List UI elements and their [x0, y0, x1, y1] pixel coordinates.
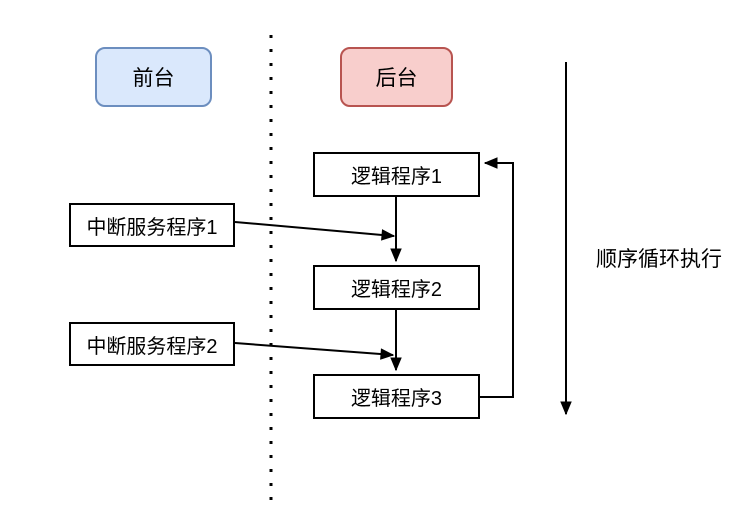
- logic-program-3-box: 逻辑程序3: [313, 374, 480, 419]
- interrupt-service-2-box: 中断服务程序2: [69, 322, 235, 366]
- arrow-interrupt1-to-chain: [234, 221, 394, 236]
- logic-program-2-box: 逻辑程序2: [313, 265, 480, 310]
- background-section-label: 后台: [340, 47, 453, 107]
- feedback-arrow-logic3-to-logic1: [480, 163, 514, 398]
- foreground-section-label: 前台: [95, 47, 212, 107]
- sequential-loop-label: 顺序循环执行: [596, 248, 722, 271]
- interrupt-service-1-box: 中断服务程序1: [69, 203, 235, 247]
- logic-program-1-box: 逻辑程序1: [313, 152, 480, 197]
- arrow-interrupt2-to-chain: [234, 342, 393, 355]
